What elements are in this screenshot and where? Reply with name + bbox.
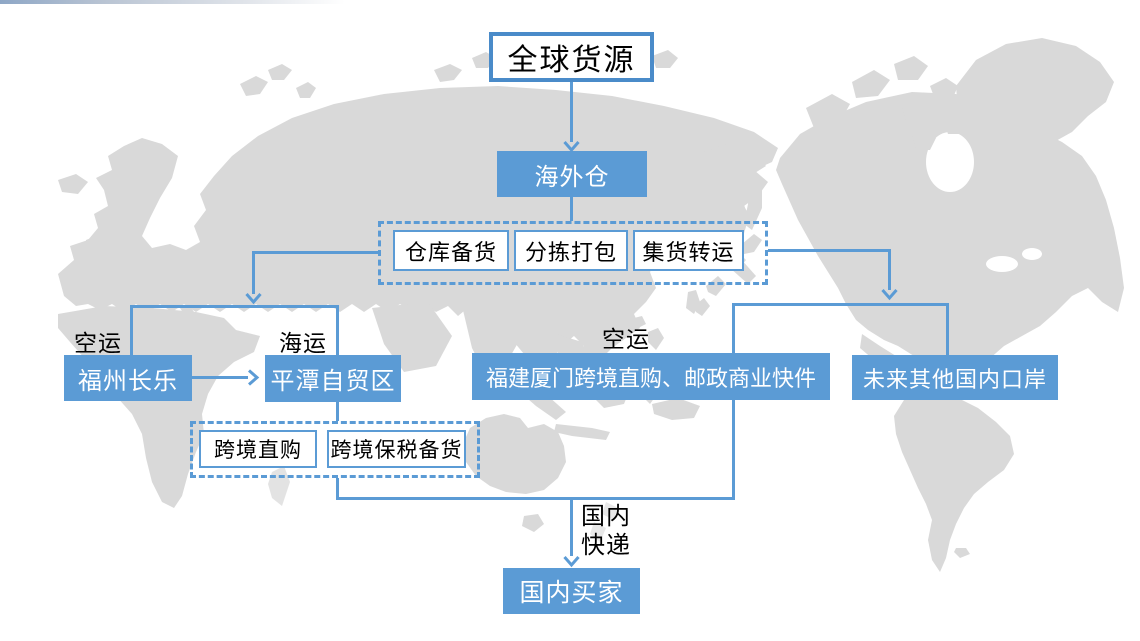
- edge-modes-to-merge: [336, 478, 735, 500]
- arrowhead-right-branch: [881, 289, 898, 301]
- arrowhead-buyer: [563, 556, 580, 568]
- edge-label-domestic-express-line2: 快递: [581, 532, 631, 559]
- node-xiamen-channel: 福建厦门跨境直购、邮政商业快件: [472, 353, 830, 400]
- edge-left-split: [130, 305, 339, 355]
- node-fuzhou-changle: 福州长乐: [64, 355, 192, 401]
- arrowhead-overseas: [563, 141, 580, 153]
- edge-label-air-mid: 空运: [602, 326, 650, 352]
- node-crossborder-bonded-stocking: 跨境保税备货: [327, 430, 466, 468]
- edge-label-domestic-express: 国内 快递: [581, 502, 631, 560]
- edge-steps-to-left: [252, 251, 378, 294]
- node-consolidation-transfer: 集货转运: [633, 230, 744, 271]
- node-warehouse-stocking: 仓库备货: [393, 230, 509, 271]
- node-domestic-buyer: 国内买家: [503, 568, 640, 614]
- edge-right-split: [732, 303, 949, 499]
- node-global-source: 全球货源: [489, 32, 654, 82]
- node-crossborder-direct-purchase: 跨境直购: [199, 430, 317, 468]
- crossborder-modes-group: [190, 421, 480, 478]
- arrowhead-pingtan: [248, 369, 260, 386]
- warehouse-steps-group: [378, 221, 768, 285]
- node-overseas-warehouse: 海外仓: [497, 151, 647, 197]
- edge-label-domestic-express-line1: 国内: [581, 503, 631, 530]
- edge-label-air-left: 空运: [74, 330, 122, 356]
- top-edge-strip: [0, 0, 345, 4]
- node-sorting-packing: 分拣打包: [514, 230, 628, 271]
- edge-steps-to-right: [768, 249, 891, 290]
- node-future-domestic-ports: 未来其他国内口岸: [852, 355, 1058, 400]
- arrowhead-left-branch: [245, 293, 262, 305]
- edge-label-sea: 海运: [279, 330, 327, 356]
- node-pingtan-ftz: 平潭自贸区: [265, 355, 401, 402]
